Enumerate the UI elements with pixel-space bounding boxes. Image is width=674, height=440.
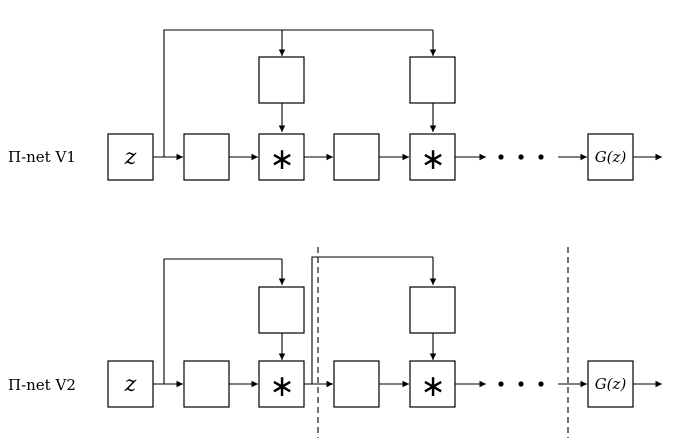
- row-label-v1: Π-net V1: [8, 148, 76, 166]
- output-block-v2: [587, 360, 634, 408]
- ellipsis-dot-3-v2: [538, 381, 544, 387]
- input-symbol-v2: z: [124, 372, 137, 397]
- product-node-1-v1: [258, 133, 305, 181]
- ellipsis-dot-3-v1: [538, 154, 544, 160]
- ellipsis-dot-2-v1: [518, 154, 524, 160]
- upper-block-2-v1: [409, 56, 456, 104]
- block-1-v2: [183, 360, 230, 408]
- product-node-1-v2: [258, 360, 305, 408]
- upper-block-2-v2: [409, 286, 456, 334]
- skip-connection-2-v2: [311, 256, 433, 384]
- product-symbol-1-v2: ∗: [269, 369, 294, 404]
- output-symbol-v2: G(z): [595, 375, 627, 393]
- product-symbol-2-v1: ∗: [420, 142, 445, 177]
- output-symbol-v1: G(z): [595, 148, 627, 166]
- pi-net-v2-row: Π-net V2 z ∗ ∗ G(z): [8, 247, 662, 438]
- product-symbol-2-v2: ∗: [420, 369, 445, 404]
- block-2-v2: [333, 360, 380, 408]
- block-1-v1: [183, 133, 230, 181]
- row-label-v2: Π-net V2: [8, 376, 76, 394]
- input-block-v1: [107, 133, 154, 181]
- block-2-v1: [333, 133, 380, 181]
- upper-block-1-v1: [258, 56, 305, 104]
- ellipsis-dot-1-v2: [498, 381, 504, 387]
- ellipsis-dot-1-v1: [498, 154, 504, 160]
- input-symbol-v1: z: [124, 145, 137, 170]
- skip-connection-1-v2: [163, 258, 282, 384]
- upper-block-1-v2: [258, 286, 305, 334]
- skip-connection-v1: [163, 29, 433, 157]
- input-block-v2: [107, 360, 154, 408]
- product-node-2-v2: [409, 360, 456, 408]
- output-block-v1: [587, 133, 634, 181]
- ellipsis-dot-2-v2: [518, 381, 524, 387]
- product-node-2-v1: [409, 133, 456, 181]
- pi-net-v1-row: Π-net V1 z ∗ ∗ G(z): [8, 29, 662, 181]
- product-symbol-1-v1: ∗: [269, 142, 294, 177]
